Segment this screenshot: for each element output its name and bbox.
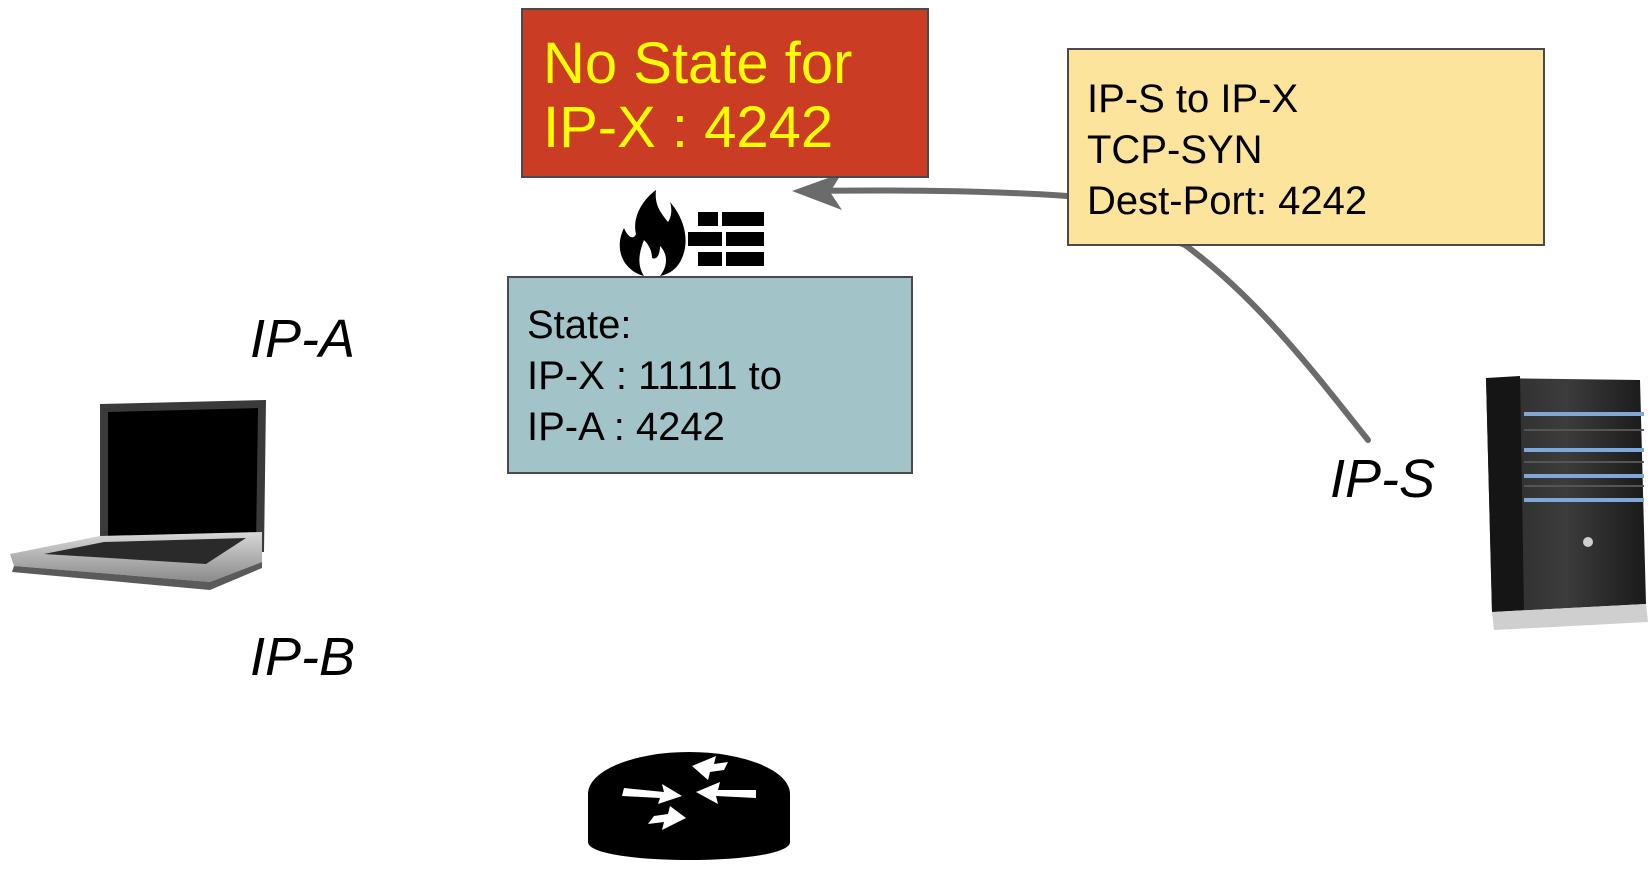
packet-line-1: IP-S to IP-X [1087, 77, 1299, 121]
packet-line-3: Dest-Port: 4242 [1087, 179, 1368, 223]
router-icon [588, 752, 790, 860]
state-box: State: IP-X : 11111 to IP-A : 4242 [507, 276, 913, 474]
ip-a-label: IP-A [250, 309, 356, 369]
state-line-2: IP-X : 11111 to [527, 354, 782, 398]
arrow-head-icon [792, 173, 842, 210]
no-state-line-1: No State for [543, 31, 853, 96]
state-line-3: IP-A : 4242 [527, 405, 725, 449]
firewall-icon [619, 190, 764, 276]
no-state-box: No State for IP-X : 4242 [521, 8, 929, 178]
server-icon [1486, 376, 1648, 630]
ip-s-label: IP-S [1330, 449, 1436, 509]
no-state-line-2: IP-X : 4242 [543, 95, 834, 160]
state-line-1: State: [527, 303, 632, 347]
packet-box: IP-S to IP-X TCP-SYN Dest-Port: 4242 [1067, 48, 1545, 246]
packet-line-2: TCP-SYN [1087, 128, 1263, 172]
laptop-icon [10, 400, 266, 590]
ip-b-label: IP-B [250, 627, 356, 687]
